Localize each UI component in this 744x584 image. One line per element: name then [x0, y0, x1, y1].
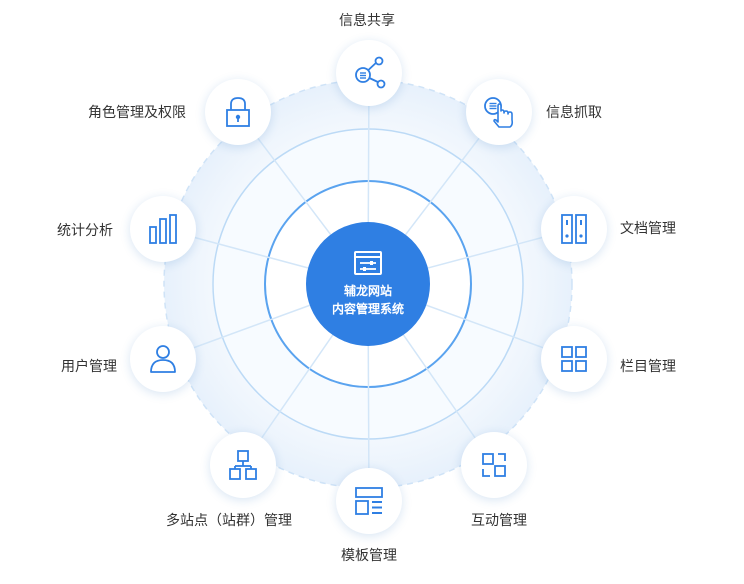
grid-icon [561, 346, 587, 372]
bar-chart-icon [149, 214, 177, 244]
module-node-column[interactable] [541, 326, 607, 392]
module-node-statistics[interactable] [130, 196, 196, 262]
module-label-multisite: 多站点（站群）管理 [166, 513, 292, 529]
module-label-column: 栏目管理 [620, 359, 676, 375]
module-label-role: 角色管理及权限 [88, 105, 186, 121]
center-title-line1: 辅龙网站 [343, 284, 392, 298]
module-label-statistics: 统计分析 [57, 223, 113, 239]
share-icon [355, 56, 386, 89]
module-label-interaction: 互动管理 [471, 513, 527, 529]
module-label-user: 用户管理 [61, 359, 117, 375]
module-label-info-share: 信息共享 [339, 13, 395, 29]
sitemap-icon [229, 450, 257, 480]
pointer-hand-icon [484, 97, 514, 128]
center-hub[interactable]: 辅龙网站 内容管理系统 [306, 222, 430, 346]
interaction-icon [482, 453, 506, 477]
module-node-multisite[interactable] [210, 432, 276, 498]
template-icon [355, 487, 383, 515]
module-label-template: 模板管理 [341, 548, 397, 564]
module-node-document[interactable] [541, 196, 607, 262]
module-node-interaction[interactable] [461, 432, 527, 498]
module-node-info-capture[interactable] [466, 79, 532, 145]
document-folders-icon [561, 214, 587, 244]
user-icon [150, 345, 176, 373]
module-node-role[interactable] [205, 79, 271, 145]
center-title-line2: 内容管理系统 [331, 302, 404, 316]
module-node-user[interactable] [130, 326, 196, 392]
lock-icon [226, 97, 250, 127]
module-node-info-share[interactable] [336, 40, 402, 106]
settings-window-icon [354, 251, 382, 275]
module-label-info-capture: 信息抓取 [546, 105, 602, 121]
module-node-template[interactable] [336, 468, 402, 534]
module-label-document: 文档管理 [620, 221, 676, 237]
